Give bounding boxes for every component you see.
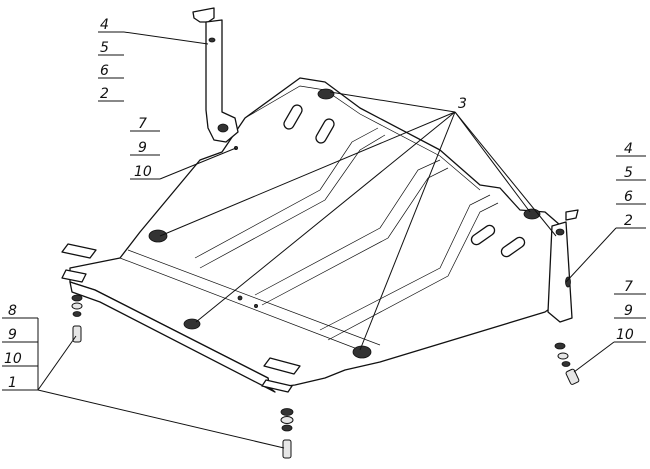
slot-group [283,104,526,258]
fastener-bottom [280,408,294,459]
rib-middle [254,159,449,306]
label-bottom-left-4: 1 [8,375,17,391]
callout-mid-left: 7 9 10 [134,116,152,180]
right-bracket [547,209,579,323]
front-bend [119,249,381,351]
label-top-left-2: 5 [100,40,109,56]
callout-top-left: 4 5 6 2 [100,17,109,102]
label-bottom-left-1: 8 [8,303,17,319]
label-top-left-3: 6 [100,63,109,79]
front-lip [69,281,276,393]
label-right-top-1: 4 [624,141,633,157]
label-top-left-4: 2 [100,86,109,102]
fastener-right [554,342,580,385]
label-right-bottom-1: 7 [624,279,633,295]
fastener-left [71,294,83,343]
left-bracket [192,7,239,143]
rear-flange [244,85,481,191]
label-center: 3 [458,96,467,112]
label-bottom-left-2: 9 [8,327,17,343]
callout-right-top: 4 5 6 2 [624,141,633,229]
front-tabs [61,243,301,393]
callout-right-bottom: 7 9 10 [616,279,634,343]
label-right-bottom-3: 10 [616,327,634,343]
label-mid-left-1: 7 [138,116,147,132]
label-right-top-4: 2 [624,213,633,229]
label-right-bottom-2: 9 [624,303,633,319]
leader-lines [2,31,646,449]
label-right-top-3: 6 [624,189,633,205]
label-mid-left-3: 10 [134,164,152,180]
rib-left [194,127,386,269]
callout-bottom-left: 8 9 10 1 [4,303,22,391]
label-mid-left-2: 9 [138,140,147,156]
label-top-left-1: 4 [100,17,109,33]
label-right-top-2: 5 [624,165,633,181]
label-bottom-left-3: 10 [4,351,22,367]
